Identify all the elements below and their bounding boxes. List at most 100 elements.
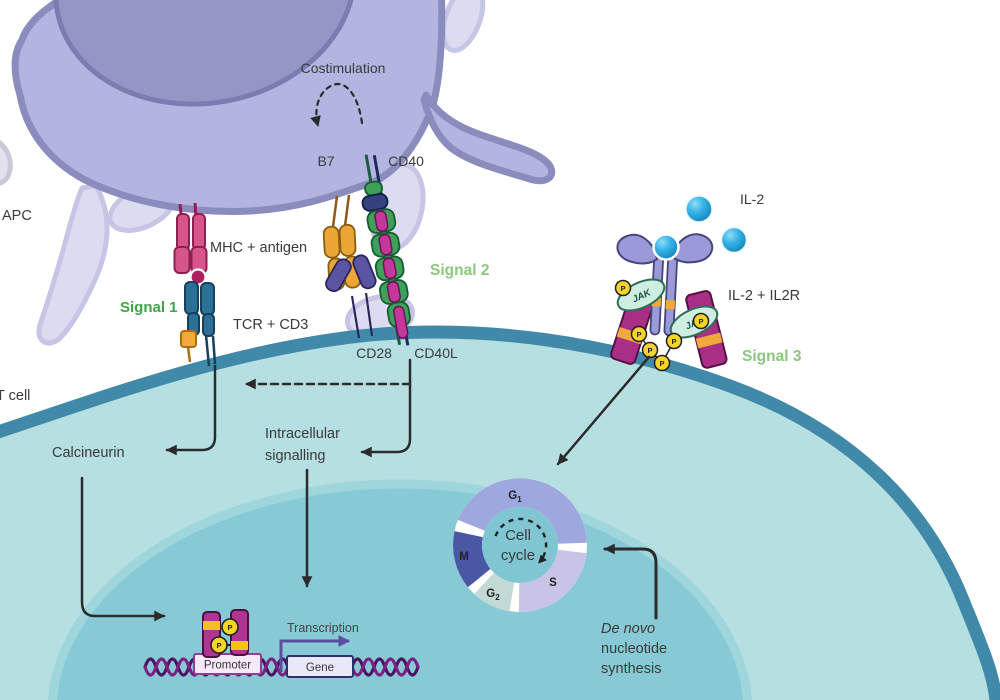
gene-box [286, 655, 354, 678]
tcr-stem [204, 334, 211, 367]
il2r-stalk-band [665, 300, 675, 310]
phase-s-label: S [549, 577, 557, 589]
tcr-to-calcineurin-arrow [165, 364, 217, 456]
cd3-stem [186, 346, 192, 363]
transcription-label: Transcription [287, 621, 359, 635]
pseudopod-left-edge [0, 139, 13, 186]
tcr-domain [202, 313, 215, 337]
il2-molecule [720, 226, 748, 254]
il2-molecule [685, 195, 713, 223]
b7-label: B7 [317, 153, 334, 169]
b7-domain [338, 223, 357, 257]
phospho-label: P [216, 641, 221, 650]
gene-label: Gene [306, 662, 334, 674]
transcription-arrow [279, 635, 351, 672]
mhc-tcr-complex [173, 202, 217, 367]
tcr-cd3-label: TCR + CD3 [233, 317, 308, 333]
phospho-label: P [671, 337, 676, 346]
b7-domain [322, 225, 341, 259]
b7-stem [343, 194, 351, 227]
apc-right-arm [420, 91, 556, 185]
intracellular-label-line1: Intracellular [265, 426, 340, 442]
tcell-label: T cell [0, 388, 30, 404]
transcription-factor-complex: P P [202, 609, 249, 658]
phospho-label: P [620, 284, 625, 293]
phospho-icon [665, 332, 683, 350]
denovo-label-line3: synthesis [601, 661, 661, 677]
receptor-segment [393, 305, 409, 339]
cell-cycle-label-line2: cycle [501, 547, 535, 564]
signal2-label: Signal 2 [430, 262, 489, 279]
cd28-domain [325, 258, 352, 293]
phospho-icon [653, 354, 671, 372]
mhc-chain [192, 213, 206, 251]
cd28-stem [364, 292, 374, 337]
cd40-navy-domain [361, 193, 389, 212]
denovo-label-line2: nucleotide [601, 641, 667, 657]
cd40-cd40l-complex [361, 154, 411, 346]
il2r-arm [671, 233, 714, 264]
il2-il2r-label: IL-2 + IL2R [728, 288, 800, 304]
cd28-domain [352, 254, 377, 290]
pseudopod-tentacle [36, 183, 110, 346]
signal3-label: Signal 3 [742, 348, 802, 365]
receptor-segment [386, 281, 401, 303]
phase-g1-label: G1 [508, 490, 522, 504]
denovo-label-line1: De novo [601, 621, 655, 637]
phospho-label: P [698, 317, 703, 326]
calcineurin-to-tf-arrow [80, 476, 166, 622]
phase-m-label: M [459, 551, 469, 563]
il2r-to-cellcycle-arrow [556, 355, 651, 466]
phospho-icon [630, 325, 648, 343]
promoter-label: Promoter [204, 660, 251, 672]
mhc-domain [173, 246, 191, 274]
phospho-label: P [227, 623, 232, 632]
pseudopod-top-right [440, 0, 486, 53]
cell-cycle-label-line1: Cell [505, 527, 531, 544]
cd28-label: CD28 [356, 345, 392, 361]
phase-m-segment [453, 531, 491, 588]
phospho-icons: P P P P P P [614, 279, 710, 372]
il2-receptor: JAK JAK P P P P P P [610, 233, 728, 372]
mhc-antigen-label: MHC + antigen [210, 240, 307, 256]
costimulation-label: Costimulation [301, 60, 386, 76]
promoter-box [193, 653, 262, 675]
il2-bound-molecule [652, 233, 680, 261]
b7-stem [331, 195, 339, 228]
labels: Costimulation B7 CD40 APC MHC + antigen … [0, 60, 802, 677]
receptor-segment [382, 257, 397, 280]
tcr-chain [200, 282, 215, 316]
tcr-chain [184, 281, 199, 315]
transcription-region: Promoter Gene Transcription P P [143, 609, 420, 678]
denovo-to-cellcycle-arrow [603, 543, 658, 620]
cell-cycle-dashed-arrow [494, 517, 548, 564]
apc-cell [11, 0, 556, 215]
receptor-segment [378, 233, 393, 256]
phospho-sites: P P P P P P [614, 279, 710, 372]
phase-g1-segment [457, 478, 587, 544]
phase-g2-segment [474, 572, 515, 612]
phospho-icon [692, 312, 710, 330]
il2r-chain-band [695, 332, 723, 349]
il2r-arm [616, 233, 659, 265]
phospho-icon [221, 618, 239, 636]
calcineurin-label: Calcineurin [52, 445, 125, 461]
cell-cycle-ring: G1 S G2 M Cell cycle [453, 478, 587, 613]
phospho-label: P [659, 359, 664, 368]
phospho-label: P [636, 330, 641, 339]
phospho-icon [210, 636, 228, 654]
tcr-stem [211, 335, 217, 365]
signal1-label: Signal 1 [120, 299, 178, 316]
phospho-icon [614, 279, 632, 297]
tf-left-band [203, 621, 220, 630]
cd40-label: CD40 [388, 153, 424, 169]
b7-cd28-complex [322, 194, 377, 339]
intracellular-label-line2: signalling [265, 448, 325, 464]
phase-g2-label: G2 [486, 588, 500, 602]
il2-label: IL-2 [740, 191, 764, 207]
tf-right-band [231, 641, 248, 650]
cd40l-trimer [366, 208, 411, 339]
apc-label: APC [2, 208, 32, 224]
